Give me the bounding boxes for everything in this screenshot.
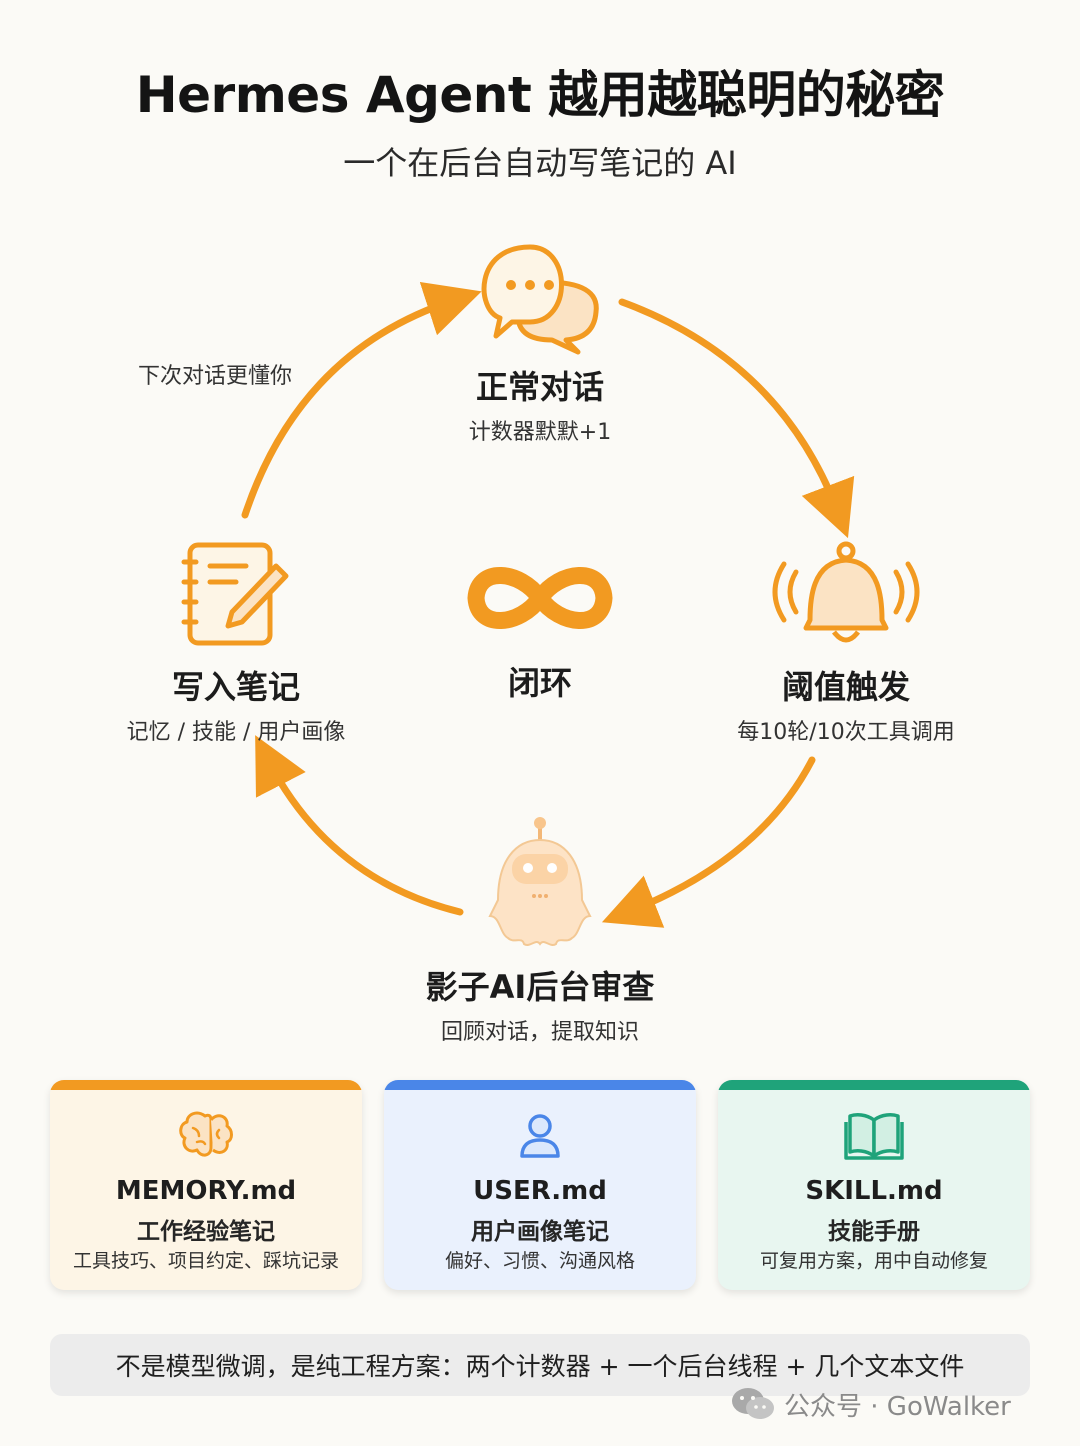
node-normal-chat: 正常对话 计数器默默+1 xyxy=(390,362,690,446)
footer-text: 不是模型微调，是纯工程方案：两个计数器 + 一个后台线程 + 几个文本文件 xyxy=(115,1352,965,1381)
card-accent-bar xyxy=(50,1080,362,1090)
node-write-notes: 写入笔记 记忆 / 技能 / 用户画像 xyxy=(86,662,386,746)
card-description: 可复用方案，用中自动修复 xyxy=(759,1250,988,1272)
node-threshold-trigger: 阈值触发 每10轮/10次工具调用 xyxy=(696,662,996,746)
node-subtitle: 记忆 / 技能 / 用户画像 xyxy=(126,720,346,745)
card-accent-bar xyxy=(718,1080,1030,1090)
node-subtitle: 回顾对话，提取知识 xyxy=(440,1020,639,1045)
page-subtitle: 一个在后台自动写笔记的 AI xyxy=(343,144,737,182)
cycle-diagram xyxy=(181,244,920,946)
node-title: 阈值触发 xyxy=(781,668,910,706)
node-title: 正常对话 xyxy=(475,368,604,406)
bell-icon xyxy=(772,541,920,643)
card-title: SKILL.md xyxy=(805,1176,943,1206)
node-subtitle: 每10轮/10次工具调用 xyxy=(737,720,955,745)
watermark: 公众号 · GoWalker xyxy=(730,1384,1060,1424)
watermark-text: 公众号 · GoWalker xyxy=(784,1391,1011,1422)
card-title: USER.md xyxy=(473,1176,607,1206)
card-skill: SKILL.md 技能手册 可复用方案，用中自动修复 xyxy=(718,1080,1030,1290)
arrow-top-right xyxy=(618,298,855,539)
card-memory: MEMORY.md 工作经验笔记 工具技巧、项目约定、踩坑记录 xyxy=(50,1080,362,1290)
user-icon xyxy=(520,1114,560,1158)
card-accent-bar xyxy=(384,1080,696,1090)
card-user: USER.md 用户画像笔记 偏好、习惯、沟通风格 xyxy=(384,1080,696,1290)
card-subtitle: 技能手册 xyxy=(828,1219,920,1245)
node-shadow-ai-review: 影子AI后台审查 回顾对话，提取知识 xyxy=(370,962,710,1046)
infinity-icon xyxy=(467,567,613,629)
node-title: 影子AI后台审查 xyxy=(425,968,655,1006)
side-note: 下次对话更懂你 xyxy=(138,364,293,389)
notebook-pen-icon xyxy=(181,542,289,646)
open-book-icon xyxy=(844,1113,904,1160)
ghost-robot-icon xyxy=(488,817,592,946)
card-description: 工具技巧、项目约定、踩坑记录 xyxy=(72,1250,339,1272)
center-loop-label: 闭环 xyxy=(507,664,572,702)
card-subtitle: 用户画像笔记 xyxy=(471,1219,609,1245)
footer-summary: 不是模型微调，是纯工程方案：两个计数器 + 一个后台线程 + 几个文本文件 xyxy=(50,1334,1030,1396)
wechat-icon xyxy=(732,1388,774,1419)
card-subtitle: 工作经验笔记 xyxy=(137,1219,275,1245)
arrow-bottom-right xyxy=(601,756,816,928)
chat-bubbles-icon xyxy=(481,244,599,355)
card-description: 偏好、习惯、沟通风格 xyxy=(444,1250,635,1272)
card-title: MEMORY.md xyxy=(115,1176,297,1206)
node-subtitle: 计数器默默+1 xyxy=(468,420,612,445)
arrow-bottom-left xyxy=(255,735,464,916)
brain-icon xyxy=(179,1111,233,1157)
arrow-top-left xyxy=(241,281,482,519)
page-title: Hermes Agent 越用越聪明的秘密 xyxy=(135,66,945,124)
node-title: 写入笔记 xyxy=(171,668,300,706)
